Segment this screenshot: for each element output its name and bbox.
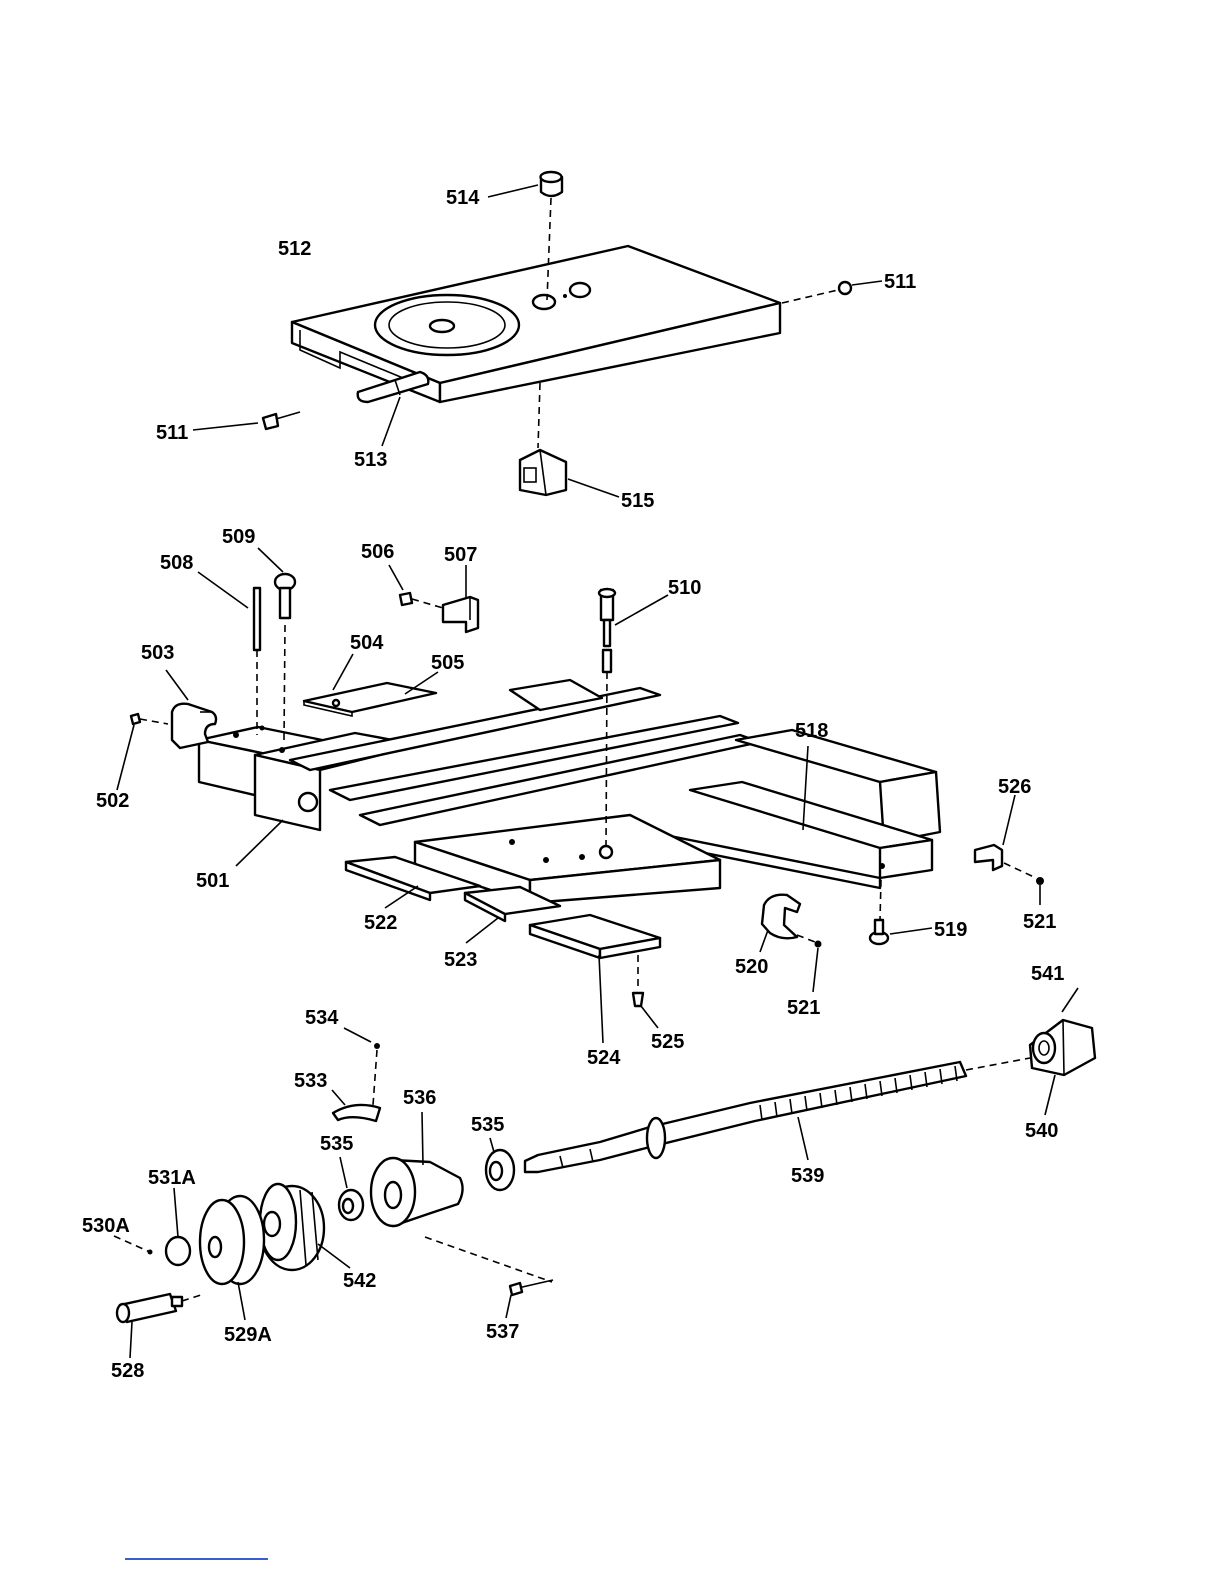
label-507: 507 [444, 544, 477, 566]
dial-542 [260, 1184, 350, 1270]
pin-534 [344, 1028, 380, 1105]
bracket-526 [975, 795, 1044, 905]
label-521-right: 521 [1023, 911, 1056, 933]
label-504: 504 [350, 632, 384, 654]
label-540: 540 [1025, 1120, 1058, 1142]
label-526: 526 [998, 776, 1031, 798]
label-510: 510 [668, 577, 701, 599]
label-523: 523 [444, 949, 477, 971]
bolt-509 [258, 548, 295, 740]
label-511-right: 511 [884, 271, 916, 293]
nut-535-left [339, 1157, 363, 1220]
label-505: 505 [431, 652, 464, 674]
collar-536 [371, 1112, 552, 1282]
handle-513 [358, 372, 429, 446]
label-506: 506 [361, 541, 394, 563]
label-528: 528 [111, 1360, 144, 1382]
label-530A: 530A [82, 1215, 130, 1237]
pin-510 [599, 589, 668, 848]
label-502: 502 [96, 790, 129, 812]
label-521-center: 521 [787, 997, 820, 1019]
screw-530A [114, 1236, 153, 1255]
nut-540 [1030, 988, 1095, 1115]
label-525: 525 [651, 1031, 684, 1053]
label-524: 524 [587, 1047, 621, 1069]
label-503: 503 [141, 642, 174, 664]
label-515: 515 [621, 490, 654, 512]
handwheel-529A [200, 1196, 264, 1320]
screw-537 [506, 1280, 553, 1318]
label-535-right: 535 [471, 1114, 504, 1136]
label-512: 512 [278, 238, 311, 260]
label-541: 541 [1031, 963, 1064, 985]
screw-502 [117, 714, 168, 790]
label-535-left: 535 [320, 1133, 353, 1155]
bracket-520 [760, 895, 822, 992]
screw-506 [389, 565, 443, 608]
label-520: 520 [735, 956, 768, 978]
bracket-507 [443, 565, 478, 632]
label-518: 518 [795, 720, 828, 742]
label-511-left: 511 [156, 422, 188, 444]
base-frame-501 [199, 680, 940, 903]
label-534: 534 [305, 1007, 339, 1029]
label-533: 533 [294, 1070, 327, 1092]
handle-528 [117, 1294, 204, 1358]
label-513: 513 [354, 449, 387, 471]
plate-531A [166, 1188, 190, 1265]
screw-539 [525, 1058, 1030, 1172]
label-537: 537 [486, 1321, 519, 1343]
label-508: 508 [160, 552, 193, 574]
label-531A: 531A [148, 1167, 196, 1189]
screw-525 [633, 955, 658, 1028]
plate-504-505 [304, 654, 438, 716]
label-522: 522 [364, 912, 397, 934]
label-539: 539 [791, 1165, 824, 1187]
label-529A: 529A [224, 1324, 272, 1346]
label-542: 542 [343, 1270, 376, 1292]
stop-503 [166, 670, 216, 748]
label-536: 536 [403, 1087, 436, 1109]
nut-535-right [486, 1138, 514, 1190]
block-515 [520, 383, 619, 497]
spring-533 [332, 1090, 380, 1121]
table-top-512 [292, 246, 780, 402]
label-519: 519 [934, 919, 967, 941]
screw-511-right [782, 281, 882, 303]
label-509: 509 [222, 526, 255, 548]
knob-519 [870, 880, 932, 944]
label-514: 514 [446, 187, 480, 209]
label-501: 501 [196, 870, 229, 892]
footer-divider-line [125, 1558, 268, 1560]
screw-511-left [193, 412, 300, 430]
